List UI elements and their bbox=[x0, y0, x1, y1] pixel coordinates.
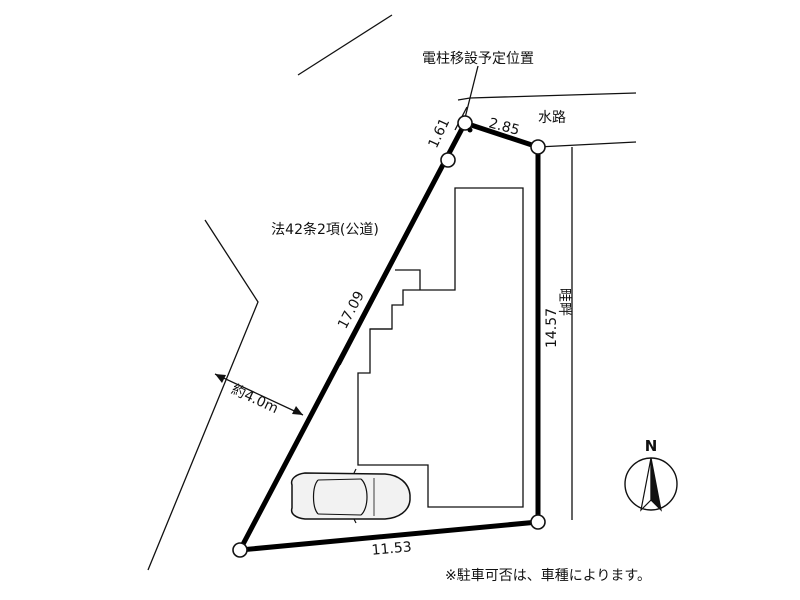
car-mirror-top bbox=[353, 468, 357, 474]
vertex-top-right bbox=[530, 139, 546, 155]
top-left-road-edge bbox=[297, 14, 393, 76]
vertex-top bbox=[457, 115, 473, 131]
waterway-label: 水路 bbox=[538, 110, 566, 126]
car-roof-line-top bbox=[317, 478, 362, 481]
road-width-label: 約4.0m bbox=[229, 382, 281, 418]
dimension-bottom-edge: 11.53 bbox=[371, 539, 412, 558]
car-mirror-bottom bbox=[353, 518, 357, 524]
north-label: N bbox=[645, 437, 658, 455]
boundary-vertices bbox=[232, 115, 546, 558]
car-windshield bbox=[360, 478, 368, 516]
car-rear-window bbox=[312, 479, 319, 515]
public-road-label: 法42条2項(公道) bbox=[271, 221, 379, 238]
dimension-right-edge: 14.57 bbox=[544, 308, 560, 348]
utility-pole-marker bbox=[467, 127, 473, 133]
porch-step bbox=[395, 269, 421, 290]
dimension-left-edge: 17.09 bbox=[335, 289, 368, 332]
surroundings bbox=[147, 14, 637, 571]
car-body bbox=[290, 472, 411, 520]
left-road-edge bbox=[147, 219, 259, 571]
car-icon bbox=[290, 468, 411, 524]
car-roof-line-bottom bbox=[317, 513, 362, 516]
vertex-bottom-left bbox=[232, 542, 248, 558]
waterway-upper-line bbox=[457, 92, 637, 101]
building-footprint bbox=[357, 187, 524, 508]
road-width-arrow-right bbox=[292, 406, 303, 415]
waterway-right-line bbox=[537, 141, 637, 148]
vertex-top-short bbox=[440, 152, 456, 168]
dimension-top-short: 1.61 bbox=[426, 116, 454, 151]
building-outline bbox=[357, 187, 524, 508]
road-width-line bbox=[214, 373, 304, 416]
levee-label: 畦畔 bbox=[556, 288, 572, 316]
pole-relocation-label: 電柱移設予定位置 bbox=[422, 51, 534, 67]
north-arrow-right-half bbox=[650, 457, 662, 512]
dimension-top-edge: 2.85 bbox=[487, 115, 521, 139]
vertex-bottom-right bbox=[530, 514, 546, 530]
road-width-arrow-left bbox=[215, 374, 226, 383]
pole-leader-line bbox=[464, 65, 479, 119]
road-width-dimension bbox=[214, 373, 304, 416]
north-arrow-icon: N bbox=[624, 437, 678, 512]
note-label: ※駐車可否は、車種によります。 bbox=[445, 567, 651, 584]
